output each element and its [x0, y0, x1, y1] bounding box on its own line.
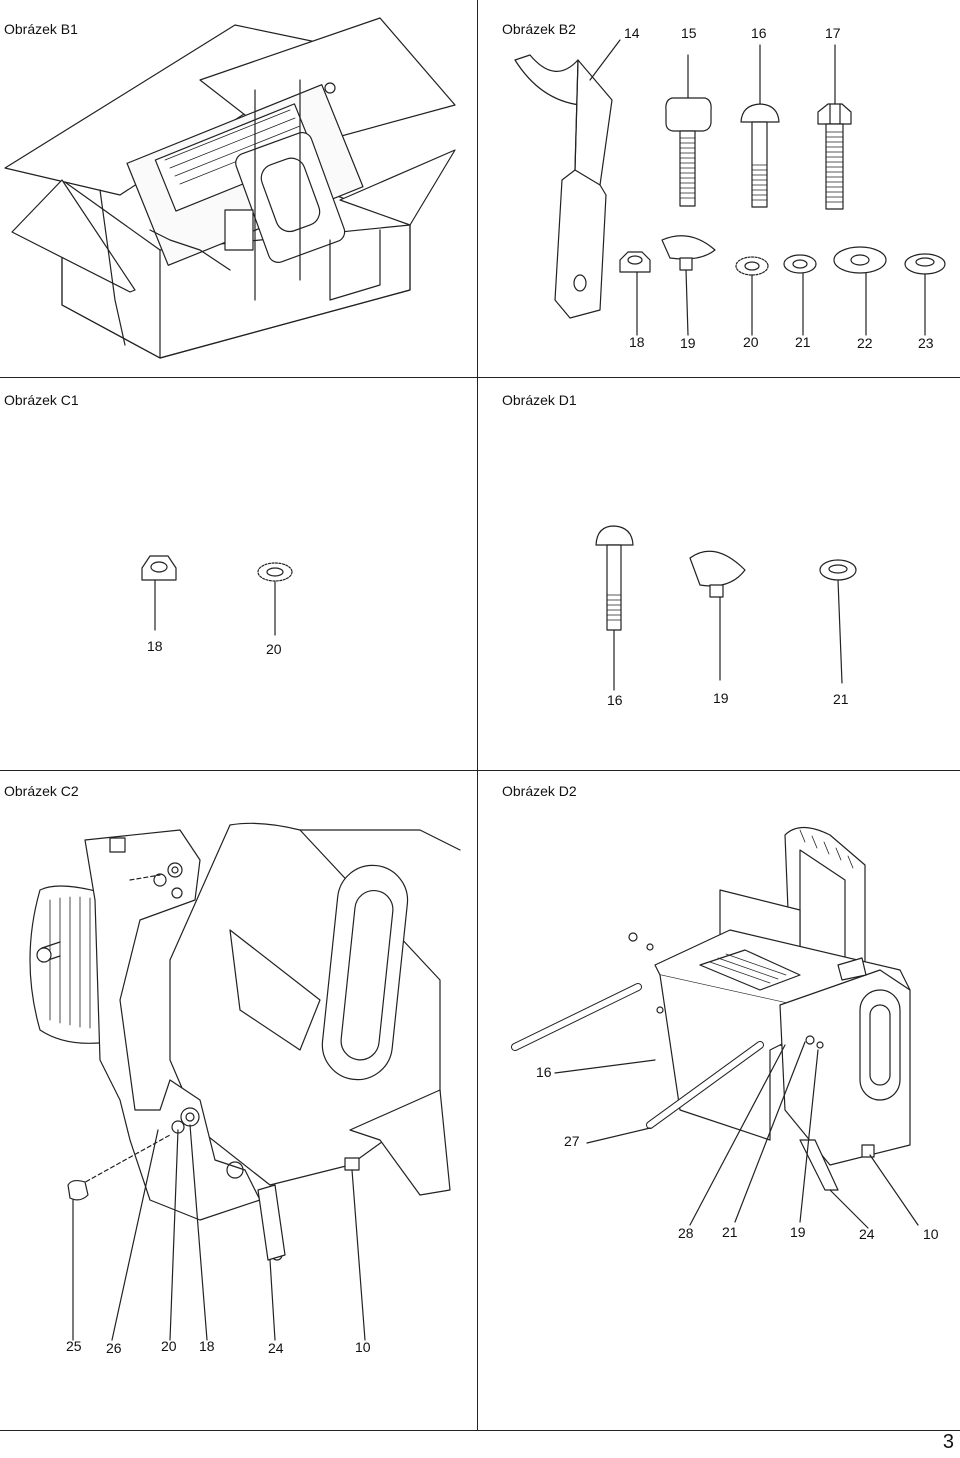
b2-bottom-label-1: 18 — [629, 334, 645, 350]
b2-bracket-illustration — [514, 39, 621, 319]
d1-label-3: 21 — [833, 691, 849, 707]
grid-bottom-border — [0, 1430, 960, 1431]
c2-frame-attachment-illustration — [20, 822, 461, 1341]
b2-bolt-16-hex — [817, 44, 852, 210]
b2-top-label-4: 17 — [825, 25, 841, 41]
grid-vertical-divider — [477, 0, 478, 1430]
b2-bolt-14-tbolt — [665, 54, 712, 207]
c2-label-1: 25 — [66, 1338, 82, 1354]
b1-packing-box-illustration — [4, 17, 456, 359]
c2-label-4: 18 — [199, 1338, 215, 1354]
b2-top-label-1: 14 — [624, 25, 640, 41]
c2-label-2: 26 — [106, 1340, 122, 1356]
c2-label-6: 10 — [355, 1339, 371, 1355]
d2-side-label-2: 27 — [564, 1133, 580, 1149]
d1-carriage-bolt-knob-washer — [595, 525, 857, 691]
panel-title-c1: Obrázek C1 — [4, 392, 79, 408]
grid-row-divider-2 — [0, 770, 960, 771]
c1-label-1: 18 — [147, 638, 163, 654]
panel-title-d2: Obrázek D2 — [502, 783, 577, 799]
d2-bottom-label-5: 10 — [923, 1226, 939, 1242]
b2-bottom-label-2: 19 — [680, 335, 696, 351]
b2-bottom-label-6: 23 — [918, 335, 934, 351]
b2-bottom-label-5: 22 — [857, 335, 873, 351]
grid-row-divider-1 — [0, 377, 960, 378]
d2-bottom-label-4: 24 — [859, 1226, 875, 1242]
b2-small-parts-row — [619, 235, 946, 336]
d2-stand-assembly-illustration — [511, 826, 919, 1229]
b2-top-label-3: 16 — [751, 25, 767, 41]
d2-bottom-label-3: 19 — [790, 1224, 806, 1240]
b2-bolt-15-carriage — [740, 44, 780, 208]
d2-bottom-label-2: 21 — [722, 1224, 738, 1240]
page-number: 3 — [942, 1431, 954, 1453]
panel-title-b1: Obrázek B1 — [4, 21, 78, 37]
c2-label-3: 20 — [161, 1338, 177, 1354]
panel-title-b2: Obrázek B2 — [502, 21, 576, 37]
c1-label-2: 20 — [266, 641, 282, 657]
panel-title-d1: Obrázek D1 — [502, 392, 577, 408]
d1-label-2: 19 — [713, 690, 729, 706]
panel-title-c2: Obrázek C2 — [4, 783, 79, 799]
c2-label-5: 24 — [268, 1340, 284, 1356]
b2-top-label-2: 15 — [681, 25, 697, 41]
d1-label-1: 16 — [607, 692, 623, 708]
b2-bottom-label-4: 21 — [795, 334, 811, 350]
c1-nut-and-washer — [141, 555, 293, 636]
d2-side-label-1: 16 — [536, 1064, 552, 1080]
b2-bottom-label-3: 20 — [743, 334, 759, 350]
d2-bottom-label-1: 28 — [678, 1225, 694, 1241]
